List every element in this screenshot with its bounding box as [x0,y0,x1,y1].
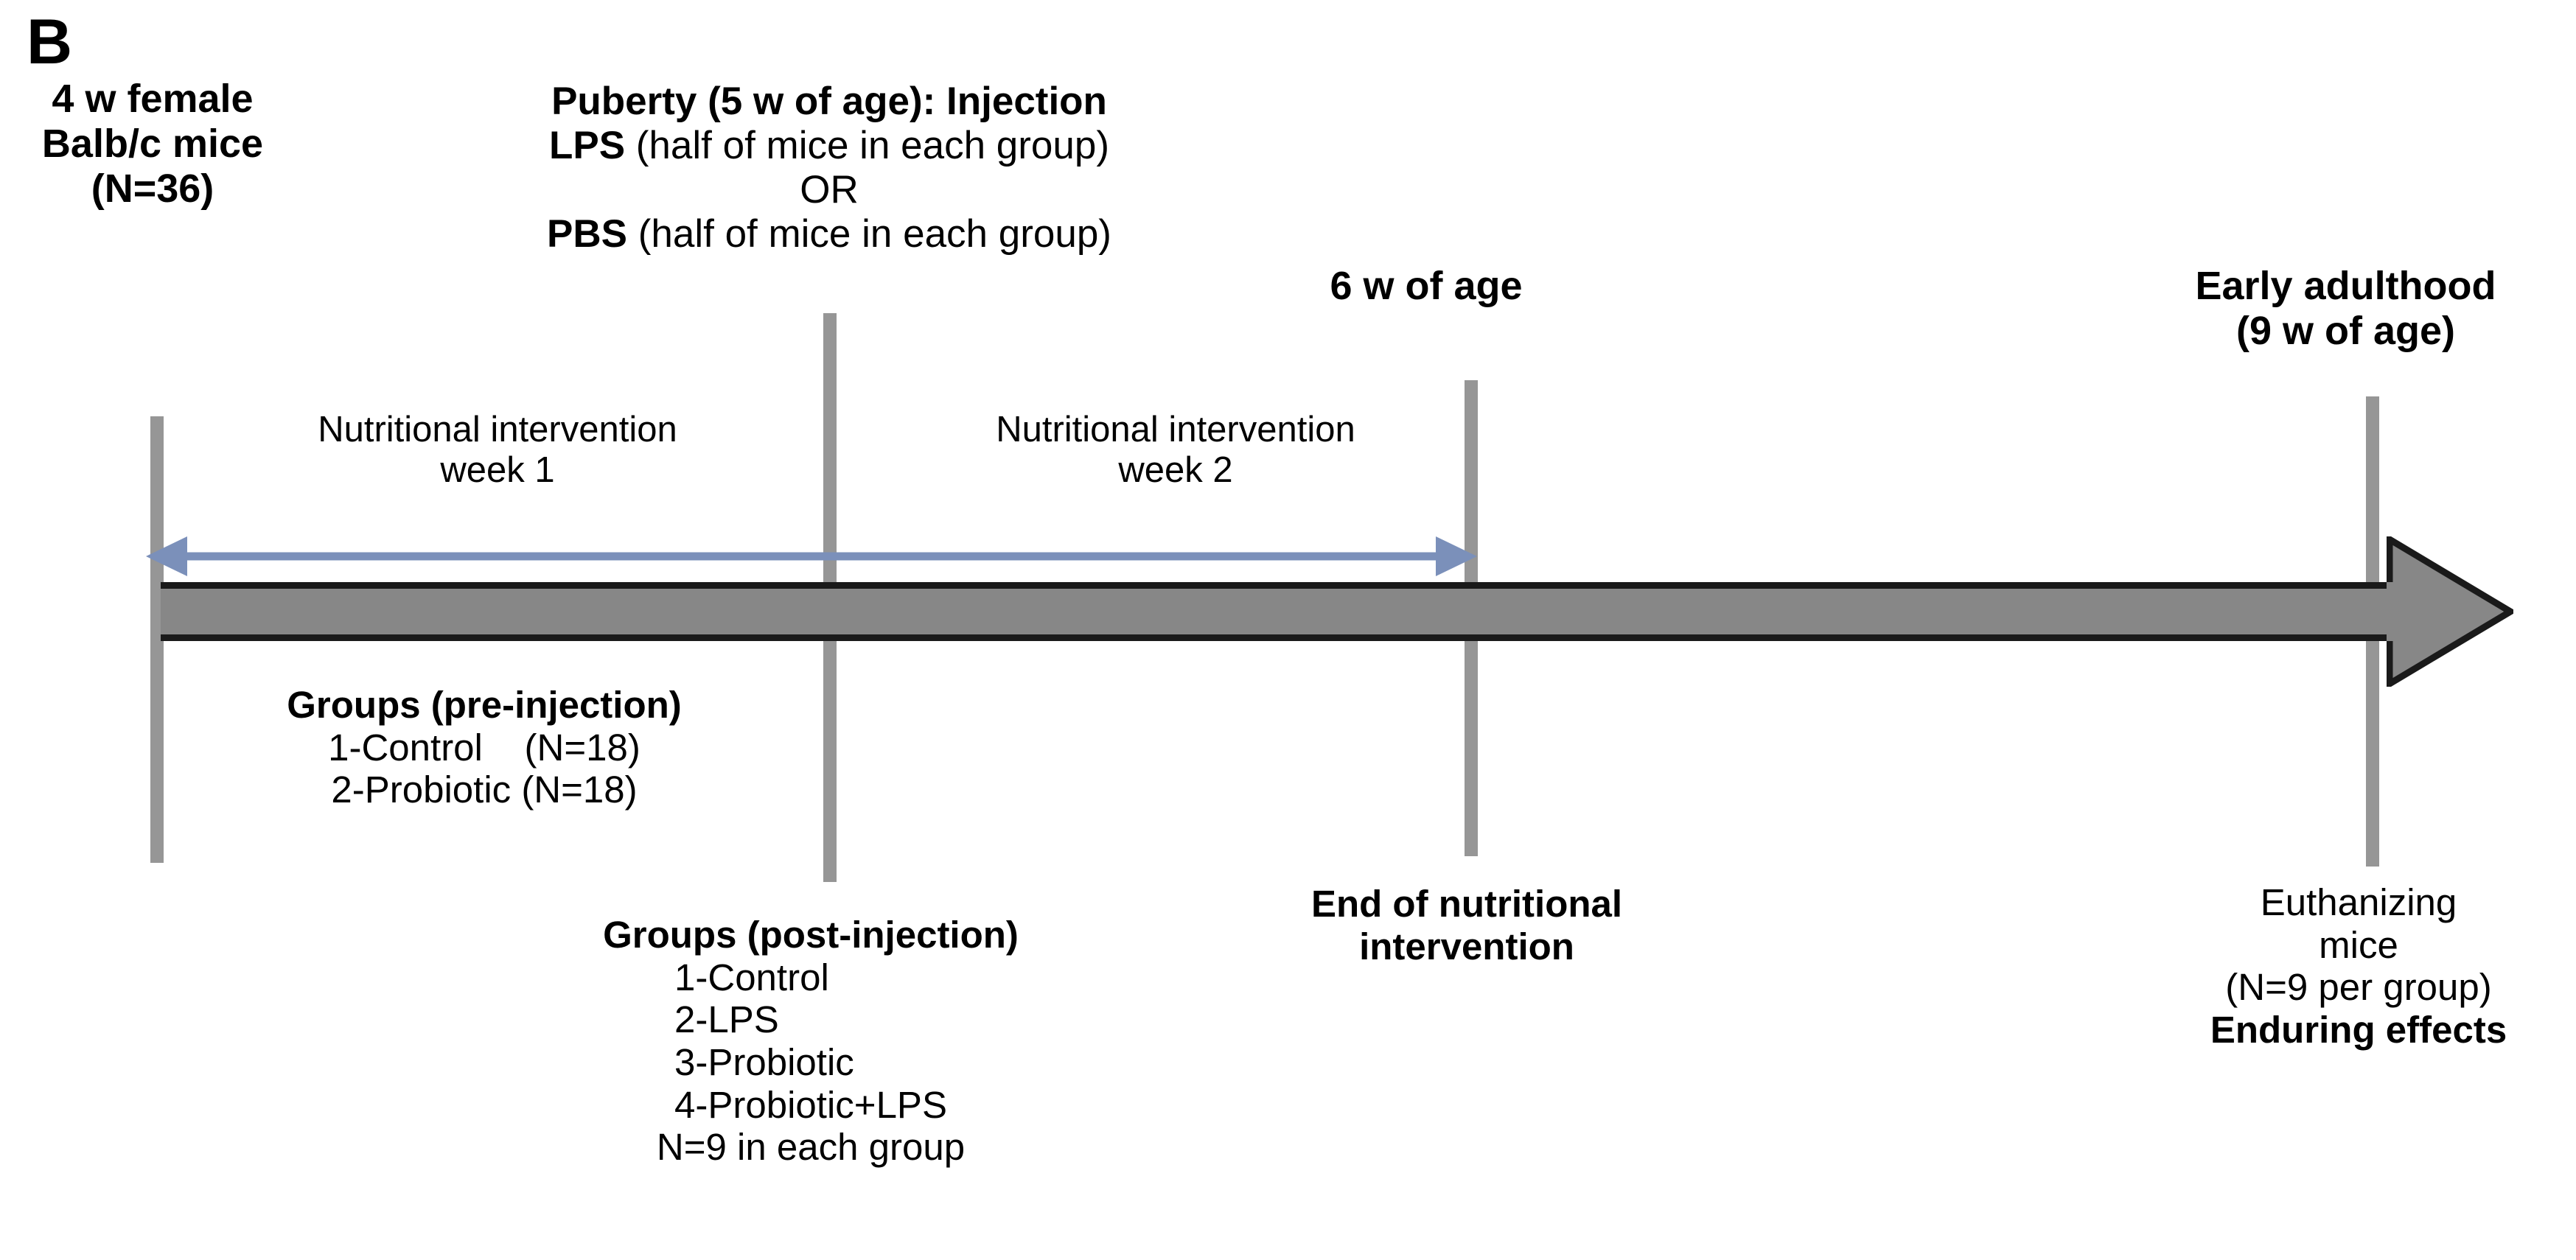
label-groups-post-injection: Groups (post-injection) 1-Control 2-LPS … [516,914,1106,1169]
label-euthanizing-line3: (N=9 per group) [2225,966,2492,1009]
label-pbs-rest: (half of mice in each group) [627,211,1111,256]
label-study-start-line2: Balb/c mice [41,122,264,167]
label-enduring-effects: Enduring effects [2210,1008,2507,1051]
label-six-weeks: 6 w of age [1330,264,1523,308]
label-euthanizing-line1: Euthanizing [2260,881,2457,923]
label-groups-pre-injection: Groups (pre-injection) 1-Control (N=18) … [193,684,775,811]
panel-letter: B [27,7,72,77]
label-study-start-line3: (N=36) [91,167,214,211]
label-end-of-intervention-line2: intervention [1359,925,1574,967]
label-pbs-bold: PBS [547,211,628,256]
label-intervention-week-2-line1: Nutritional intervention [996,410,1355,449]
label-puberty-injection: Puberty (5 w of age): Injection LPS (hal… [387,80,1271,256]
label-groups-pre-heading: Groups (pre-injection) [287,684,682,726]
label-study-start-line1: 4 w female [52,77,254,121]
label-groups-post-items: 1-Control 2-LPS 3-Probiotic 4-Probiotic+… [674,956,947,1127]
label-intervention-week-1-line2: week 1 [440,450,555,491]
label-study-start: 4 w female Balb/c mice (N=36) [0,77,311,211]
label-lps-rest: (half of mice in each group) [625,123,1109,167]
tick-4-weeks [150,416,164,863]
label-groups-pre-item-2: 2-Probiotic (N=18) [331,769,638,811]
label-puberty-title: Puberty (5 w of age): Injection [551,80,1107,123]
label-euthanizing: Euthanizing mice (N=9 per group) Endurin… [2152,881,2565,1051]
label-groups-post-item-3: 3-Probiotic [674,1040,854,1083]
label-early-adulthood-line2: (9 w of age) [2235,309,2456,354]
label-intervention-week-1-line1: Nutritional intervention [318,410,677,449]
label-intervention-week-1: Nutritional intervention week 1 [170,410,825,491]
label-early-adulthood-line1: Early adulthood [2195,264,2496,308]
label-euthanizing-line2: mice [2319,923,2398,966]
intervention-span-arrow-icon [146,536,1477,576]
timeline-arrowhead-icon [2387,536,2513,687]
label-early-adulthood: Early adulthood (9 w of age) [2115,264,2576,354]
label-end-of-intervention: End of nutritional intervention [1246,883,1688,967]
label-end-of-intervention-line1: End of nutritional [1310,883,1623,925]
label-intervention-week-2-line2: week 2 [1118,450,1233,491]
label-groups-post-tail: N=9 in each group [656,1126,966,1169]
label-groups-post-item-1: 1-Control [674,956,829,998]
label-intervention-week-2: Nutritional intervention week 2 [851,410,1500,491]
label-or: OR [800,167,859,211]
label-groups-post-item-2: 2-LPS [674,998,779,1041]
label-groups-pre-item-1: 1-Control (N=18) [328,726,640,769]
timeline-bar [161,582,2395,641]
label-groups-post-item-4: 4-Probiotic+LPS [674,1083,947,1126]
label-groups-post-heading: Groups (post-injection) [603,914,1019,956]
label-lps-bold: LPS [548,123,626,167]
